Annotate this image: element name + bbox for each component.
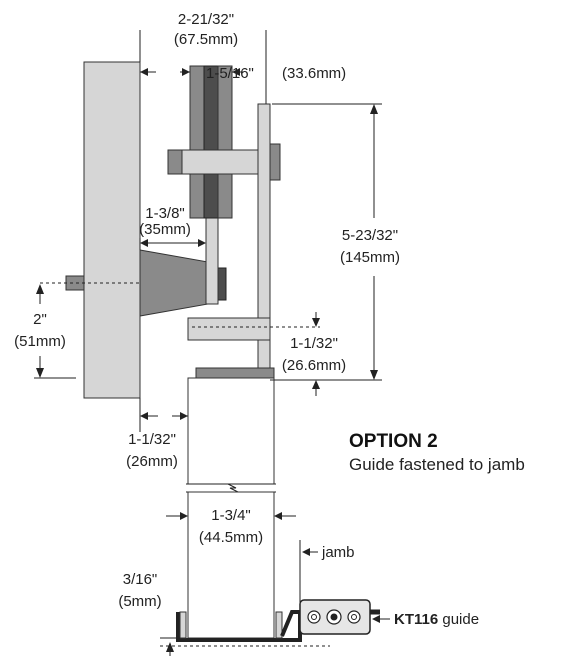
door-edge-arrowhead xyxy=(140,68,148,76)
roller-cone xyxy=(139,249,209,317)
thickness-arrowhead xyxy=(166,642,174,652)
height-arrowhead-bottom xyxy=(370,370,378,380)
guide-width-arrowhead-left xyxy=(180,512,188,520)
break-symbol xyxy=(227,483,239,493)
bracket-offset-metric: (35mm) xyxy=(139,221,191,238)
kt116-model: KT116 xyxy=(394,611,438,628)
door-panel xyxy=(83,61,141,399)
axle-arrowhead-bottom xyxy=(36,368,44,378)
guide-thickness-imperial: 3/16" xyxy=(123,571,158,588)
pulley-width-metric: (33.6mm) xyxy=(282,65,346,82)
axle-height-metric: (51mm) xyxy=(14,333,66,350)
guide-screw-left-inner xyxy=(311,614,317,620)
bracket-offset-imperial: 1-3/8" xyxy=(145,205,185,222)
guide-bottom-right-tab xyxy=(275,611,283,639)
pulley-nut-left xyxy=(167,149,183,175)
kt116-guide-word: guide xyxy=(442,611,479,628)
height-metric: (145mm) xyxy=(340,249,400,266)
bracket-plate xyxy=(205,217,219,305)
base-bar xyxy=(187,317,271,341)
top-width-metric: (67.5mm) xyxy=(174,31,238,48)
bracket-arrowhead-left xyxy=(140,239,148,247)
door-gap-arrowhead-left xyxy=(140,412,148,420)
height-arrowhead-top xyxy=(370,104,378,114)
door-gap-imperial: 1-1/32" xyxy=(128,431,176,448)
jamb-label: jamb xyxy=(321,544,355,561)
axle-arrowhead-top xyxy=(36,284,44,294)
option-subtitle: Guide fastened to jamb xyxy=(349,455,525,474)
guide-screw-right-inner xyxy=(351,614,357,620)
pulley-axle xyxy=(181,149,269,175)
kt116-label: KT116 guide xyxy=(394,611,479,628)
guide-width-imperial: 1-3/4" xyxy=(211,507,251,524)
guide-cap xyxy=(195,367,275,379)
pulley-width-imperial: 1-5/16" xyxy=(206,65,254,82)
jamb-label-arrowhead xyxy=(302,548,310,556)
base-offset-imperial: 1-1/32" xyxy=(290,335,338,352)
guide-bottom-left-tab xyxy=(179,611,187,639)
pulley-disc-center xyxy=(203,65,219,219)
pulley-arrow-right-head xyxy=(232,68,240,76)
bracket-arrowhead-right xyxy=(198,239,206,247)
pulley-disc-inner xyxy=(217,65,233,219)
guide-width-metric: (44.5mm) xyxy=(199,529,263,546)
guide-channel-upper xyxy=(187,377,275,485)
axle-height-imperial: 2" xyxy=(33,311,47,328)
pulley-disc-outer xyxy=(189,65,205,219)
base-offset-metric: (26.6mm) xyxy=(282,357,346,374)
option-title: OPTION 2 xyxy=(349,431,438,452)
guide-width-arrowhead-right xyxy=(274,512,282,520)
base-offset-arrowhead-bottom xyxy=(312,380,320,389)
door-gap-metric: (26mm) xyxy=(126,453,178,470)
height-imperial: 5-23/32" xyxy=(342,227,398,244)
guide-thickness-metric: (5mm) xyxy=(118,593,161,610)
pulley-arrow-left-head xyxy=(182,68,190,76)
base-offset-arrowhead-top xyxy=(312,318,320,327)
top-width-imperial: 2-21/32" xyxy=(178,11,234,28)
kt116-label-arrowhead xyxy=(372,615,380,623)
guide-channel-lower xyxy=(187,491,275,639)
door-gap-arrowhead-right xyxy=(180,412,188,420)
guide-roller-hub xyxy=(330,613,338,621)
door-stud xyxy=(65,275,85,291)
